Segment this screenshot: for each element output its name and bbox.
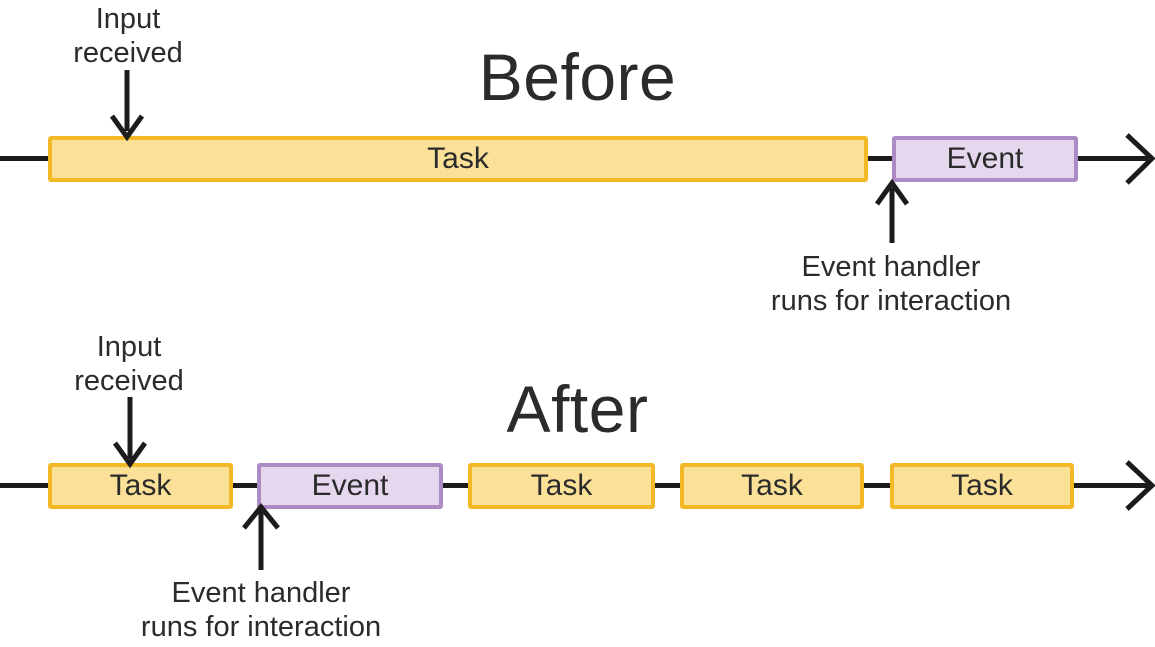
after-input-received-label: Input received — [74, 331, 184, 397]
after-input-down-arrow-icon — [112, 397, 148, 469]
before-task-bar-label: Task — [427, 142, 489, 175]
after-task-bar-2: Task — [468, 463, 655, 509]
before-title: Before — [478, 40, 677, 114]
after-task-bar-3: Task — [680, 463, 864, 509]
before-event-handler-label: Event handler runs for interaction — [770, 251, 1012, 317]
after-task-bar-1: Task — [48, 463, 233, 509]
before-input-received-label: Input received — [73, 3, 183, 69]
before-task-bar: Task — [48, 136, 868, 182]
before-event-bar: Event — [892, 136, 1078, 182]
after-event-bar: Event — [257, 463, 443, 509]
after-task-bar-1-label: Task — [109, 469, 172, 502]
arrow-head — [112, 441, 148, 469]
after-task-bar-2-label: Task — [530, 469, 593, 502]
after-timeline-arrowhead-icon — [1125, 460, 1155, 511]
after-task-bar-3-label: Task — [741, 469, 803, 502]
arrow-head — [242, 503, 280, 530]
before-event-bar-label: Event — [946, 142, 1024, 175]
after-event-handler-label: Event handler runs for interaction — [140, 577, 382, 643]
after-task-bar-4: Task — [890, 463, 1074, 509]
before-input-down-arrow-icon — [109, 70, 145, 142]
after-event-bar-label: Event — [311, 469, 389, 502]
before-timeline-arrowhead-icon — [1125, 133, 1155, 185]
arrow-head — [109, 114, 145, 142]
after-handler-up-arrow-icon — [242, 503, 280, 570]
before-handler-up-arrow-icon — [874, 178, 910, 243]
arrow-head — [874, 178, 910, 206]
after-task-bar-4-label: Task — [951, 469, 1013, 502]
after-title: After — [506, 372, 649, 446]
